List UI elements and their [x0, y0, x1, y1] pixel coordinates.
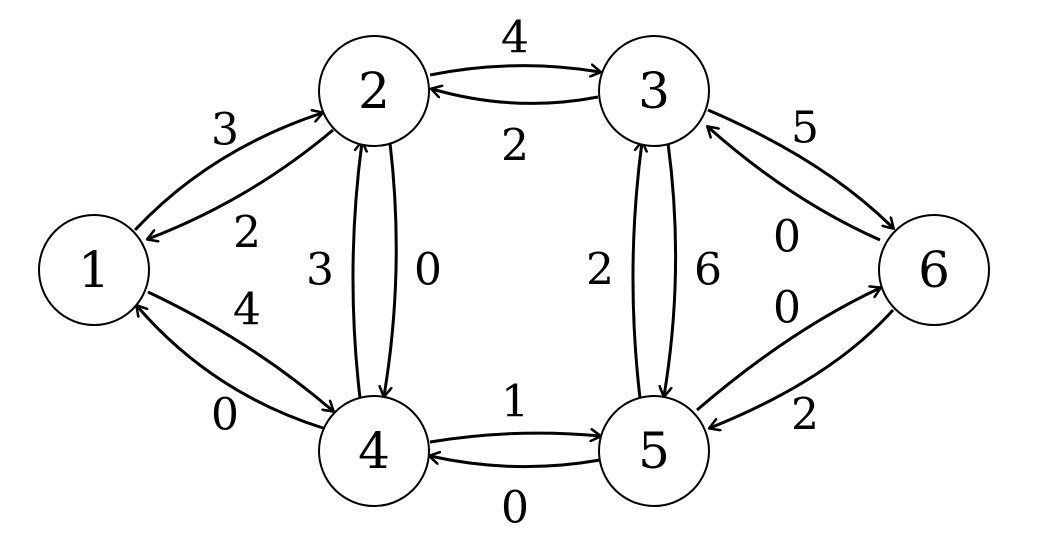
- edge-label-3-to-2: 2: [501, 121, 529, 172]
- edge-label-6-to-3: 0: [773, 212, 801, 263]
- node-3: 3: [598, 35, 710, 147]
- edge-6-to-5: [710, 308, 895, 428]
- edge-1-to-4: [147, 290, 333, 411]
- node-6: 6: [878, 214, 990, 326]
- edge-3-to-6: [707, 108, 893, 228]
- node-label-3: 3: [638, 62, 670, 120]
- edge-label-5-to-4: 0: [501, 483, 529, 534]
- node-label-2: 2: [358, 62, 390, 120]
- edge-3-to-5: [664, 142, 678, 396]
- node-circle-1: [38, 214, 150, 326]
- edge-1-to-2: [133, 113, 322, 232]
- edge-4-to-2: [351, 142, 362, 399]
- edge-label-2-to-4: 0: [414, 245, 442, 296]
- edge-4-to-5: [429, 433, 600, 444]
- edge-label-2-to-1: 2: [233, 208, 261, 259]
- node-label-4: 4: [358, 422, 390, 480]
- node-4: 4: [318, 395, 430, 507]
- edge-2-to-3: [429, 66, 600, 75]
- edge-label-4-to-2: 3: [306, 245, 334, 296]
- node-circle-4: [318, 395, 430, 507]
- nodes-layer: 1 2 3 4 5 6: [38, 35, 990, 507]
- node-2: 2: [318, 35, 430, 147]
- edge-label-3-to-6: 5: [791, 103, 819, 154]
- edge-label-5-to-3: 2: [586, 245, 614, 296]
- node-circle-3: [598, 35, 710, 147]
- edge-label-1-to-4: 4: [233, 285, 261, 336]
- node-circle-2: [318, 35, 430, 147]
- edge-2-to-1: [148, 128, 334, 239]
- node-label-5: 5: [638, 422, 670, 480]
- edge-label-4-to-1: 0: [211, 390, 239, 441]
- node-circle-6: [878, 214, 990, 326]
- node-label-6: 6: [918, 241, 950, 299]
- edge-2-to-4: [384, 142, 398, 396]
- edge-label-5-to-6: 0: [773, 283, 801, 334]
- edge-label-6-to-5: 2: [791, 390, 819, 441]
- edge-label-3-to-5: 6: [694, 245, 722, 296]
- edge-5-to-4: [430, 456, 601, 469]
- edge-label-1-to-2: 3: [211, 105, 239, 156]
- edges-layer: 3 2 4 0 4 2 3 0 1 0 2 6: [133, 13, 895, 534]
- node-5: 5: [598, 395, 710, 507]
- edge-5-to-6: [696, 288, 880, 412]
- node-label-1: 1: [78, 241, 110, 299]
- edge-5-to-3: [631, 142, 642, 399]
- edge-label-2-to-3: 4: [501, 13, 529, 64]
- edge-3-to-2: [432, 89, 599, 105]
- node-1: 1: [38, 214, 150, 326]
- edge-6-to-3: [708, 127, 881, 242]
- edge-4-to-1: [137, 306, 324, 430]
- node-circle-5: [598, 395, 710, 507]
- edge-label-4-to-5: 1: [501, 377, 529, 428]
